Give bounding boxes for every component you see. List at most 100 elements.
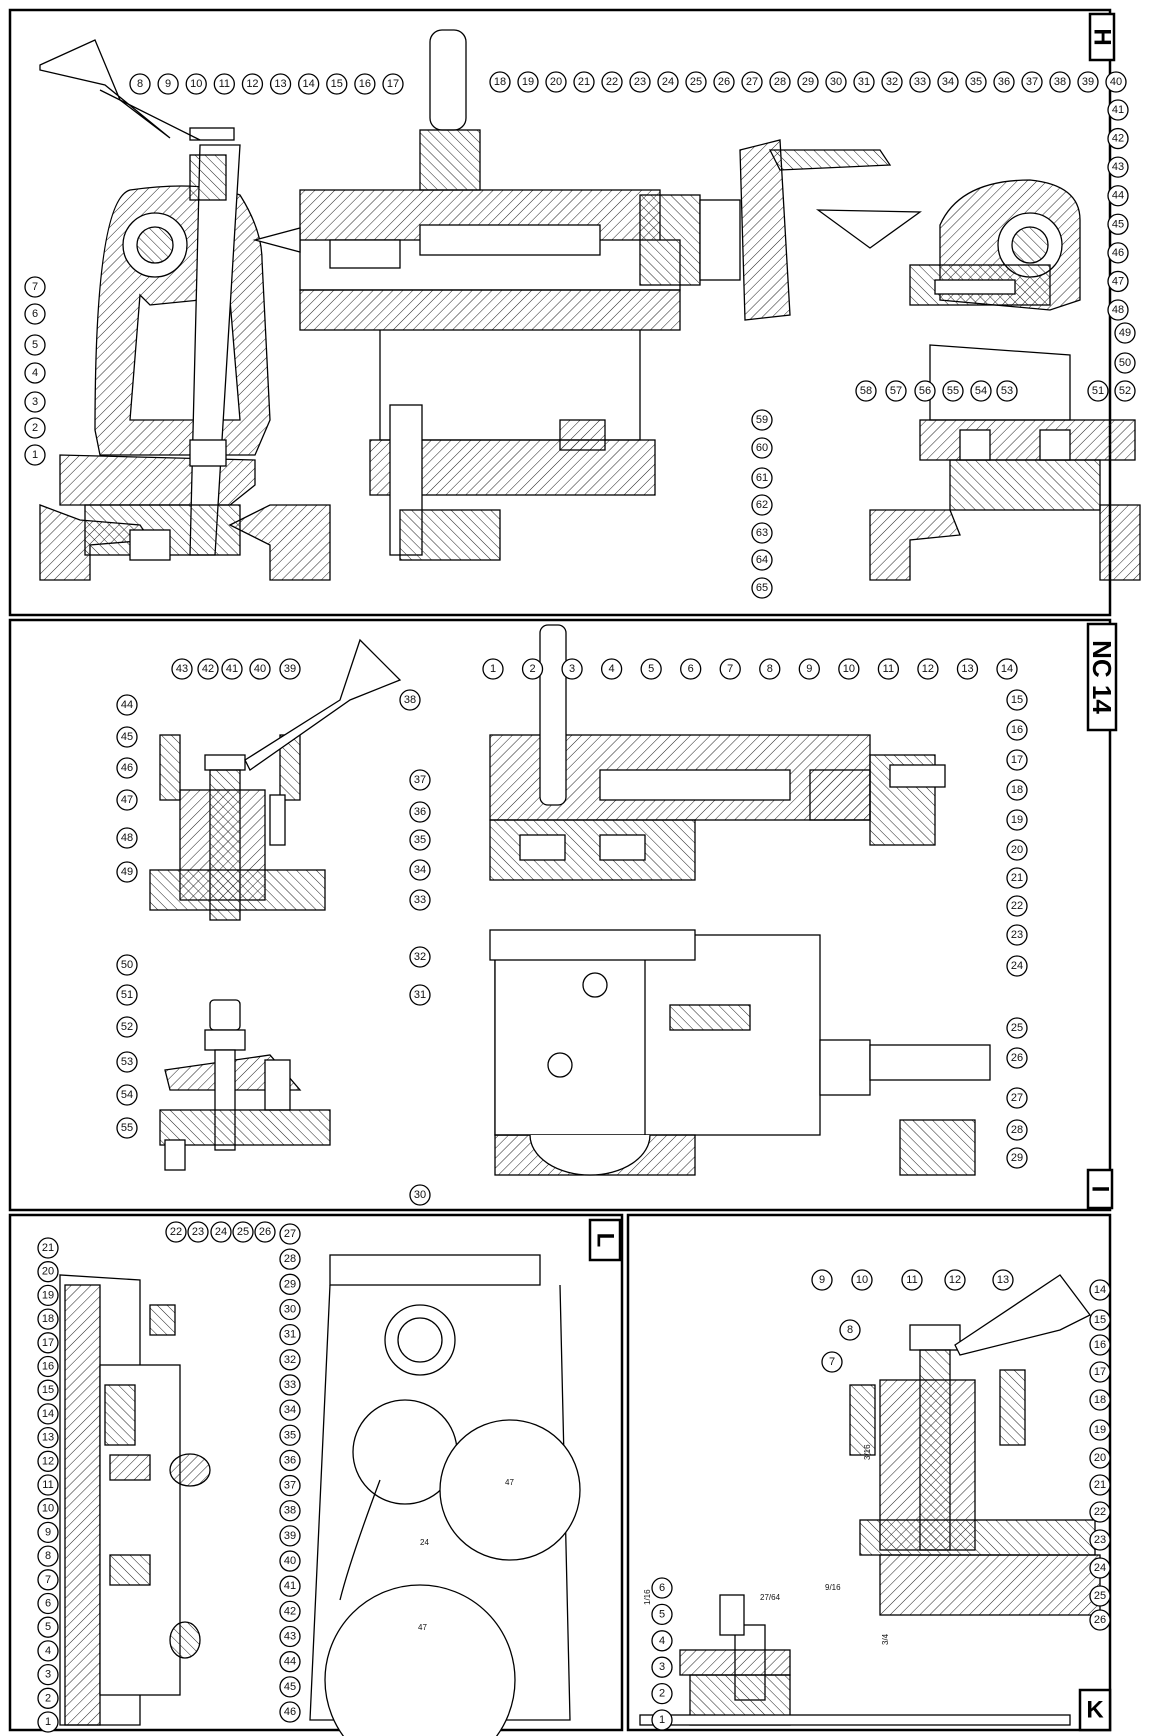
panel-letter-k: K [1078, 1688, 1112, 1732]
callout-number: 35 [970, 76, 982, 88]
callout-k-17: 17 [1089, 1361, 1111, 1383]
callout-k-2: 2 [651, 1682, 673, 1705]
callout-number: 30 [284, 1303, 296, 1315]
callout-l-39: 39 [279, 1525, 301, 1547]
callout-h-40: 40 [1105, 71, 1127, 93]
callout-h-7: 7 [24, 276, 46, 298]
callout-number: 14 [303, 78, 315, 90]
callout-l-41: 41 [279, 1575, 301, 1597]
callout-l-11: 11 [37, 1474, 59, 1496]
callout-number: 25 [1094, 1590, 1106, 1602]
callout-h-59: 59 [751, 409, 773, 431]
callout-number: 44 [284, 1656, 296, 1668]
callout-number: 1 [45, 1716, 51, 1728]
callout-number: 15 [42, 1384, 54, 1396]
callout-number: 2 [529, 663, 535, 675]
callout-k-13: 13 [992, 1269, 1014, 1291]
callout-number: 42 [284, 1605, 296, 1617]
callout-h-49: 49 [1114, 322, 1136, 344]
callout-h-22: 22 [601, 71, 623, 93]
callout-number: 15 [1094, 1314, 1106, 1326]
callout-number: 29 [802, 76, 814, 88]
callout-number: 44 [1112, 190, 1124, 202]
callout-number: 30 [830, 76, 842, 88]
callout-k-22: 22 [1089, 1501, 1111, 1523]
dimension-label: 9/16 [825, 1583, 841, 1592]
callout-number: 19 [1094, 1424, 1106, 1436]
callout-number: 11 [219, 78, 230, 90]
callout-number: 16 [42, 1361, 54, 1373]
callout-h-26: 26 [713, 71, 735, 93]
callout-number: 35 [414, 834, 426, 846]
callout-h-52: 52 [1114, 380, 1136, 402]
callout-number: 46 [284, 1706, 296, 1718]
callout-number: 13 [42, 1432, 54, 1444]
callout-number: 21 [1011, 872, 1023, 884]
callout-l-34: 34 [279, 1399, 301, 1421]
callout-i-4: 4 [600, 658, 623, 680]
callout-h-38: 38 [1049, 71, 1071, 93]
callout-number: 4 [659, 1635, 665, 1647]
callout-number: 2 [32, 422, 38, 434]
callout-number: 7 [727, 663, 733, 675]
callout-i-22: 22 [1006, 895, 1028, 917]
callout-i-53: 53 [116, 1051, 138, 1073]
callout-number: 18 [494, 76, 506, 88]
callout-i-27: 27 [1006, 1087, 1028, 1109]
callout-h-36: 36 [993, 71, 1015, 93]
callout-number: 21 [42, 1242, 54, 1254]
callout-number: 11 [883, 663, 894, 675]
callout-number: 34 [284, 1404, 296, 1416]
callout-number: 25 [690, 76, 702, 88]
callout-number: 2 [45, 1692, 51, 1704]
callout-number: 15 [1011, 694, 1023, 706]
callout-number: 8 [137, 78, 143, 90]
callout-i-15: 15 [1006, 689, 1028, 711]
callout-number: 26 [259, 1226, 271, 1238]
callout-l-18: 18 [37, 1308, 59, 1330]
callout-k-6: 6 [651, 1577, 673, 1599]
callout-h-6: 6 [24, 303, 46, 325]
callout-h-30: 30 [825, 71, 847, 93]
callout-l-43: 43 [279, 1625, 301, 1648]
callout-number: 5 [32, 339, 38, 351]
callout-i-32: 32 [409, 946, 431, 968]
callout-l-3: 3 [37, 1663, 59, 1686]
dimension-label: 24 [420, 1538, 429, 1547]
callout-number: 17 [387, 78, 399, 90]
callout-number: 51 [121, 989, 133, 1001]
callout-number: 40 [1110, 76, 1122, 88]
callout-number: 32 [886, 76, 898, 88]
callout-l-46: 46 [279, 1701, 301, 1723]
callout-number: 38 [1054, 76, 1066, 88]
callout-number: 43 [284, 1631, 296, 1643]
sheet-code-label: NC 14 [1086, 622, 1118, 732]
callout-i-42: 42 [197, 658, 219, 680]
callout-number: 54 [975, 385, 987, 397]
callout-number: 25 [1011, 1022, 1023, 1034]
callout-h-63: 63 [751, 522, 773, 544]
callout-l-23: 23 [187, 1221, 209, 1243]
callout-l-1: 1 [37, 1711, 59, 1733]
callout-number: 51 [1092, 385, 1104, 397]
callout-number: 14 [42, 1408, 54, 1420]
callout-number: 20 [1094, 1452, 1106, 1464]
callout-number: 37 [414, 774, 426, 786]
callout-number: 25 [237, 1226, 249, 1238]
callout-number: 7 [32, 281, 38, 293]
callout-number: 54 [121, 1089, 133, 1101]
callout-l-9: 9 [37, 1521, 59, 1544]
callout-h-21: 21 [573, 71, 595, 93]
callout-number: 52 [121, 1021, 133, 1033]
callout-h-31: 31 [853, 71, 875, 93]
callout-number: 23 [1011, 929, 1023, 941]
callout-number: 12 [246, 78, 258, 90]
callout-number: 11 [42, 1479, 53, 1491]
callout-i-36: 36 [409, 801, 431, 823]
callout-number: 28 [774, 76, 786, 88]
callout-number: 11 [906, 1274, 917, 1286]
callout-number: 63 [756, 527, 768, 539]
callout-number: 22 [1094, 1506, 1106, 1518]
callout-l-40: 40 [279, 1550, 301, 1572]
